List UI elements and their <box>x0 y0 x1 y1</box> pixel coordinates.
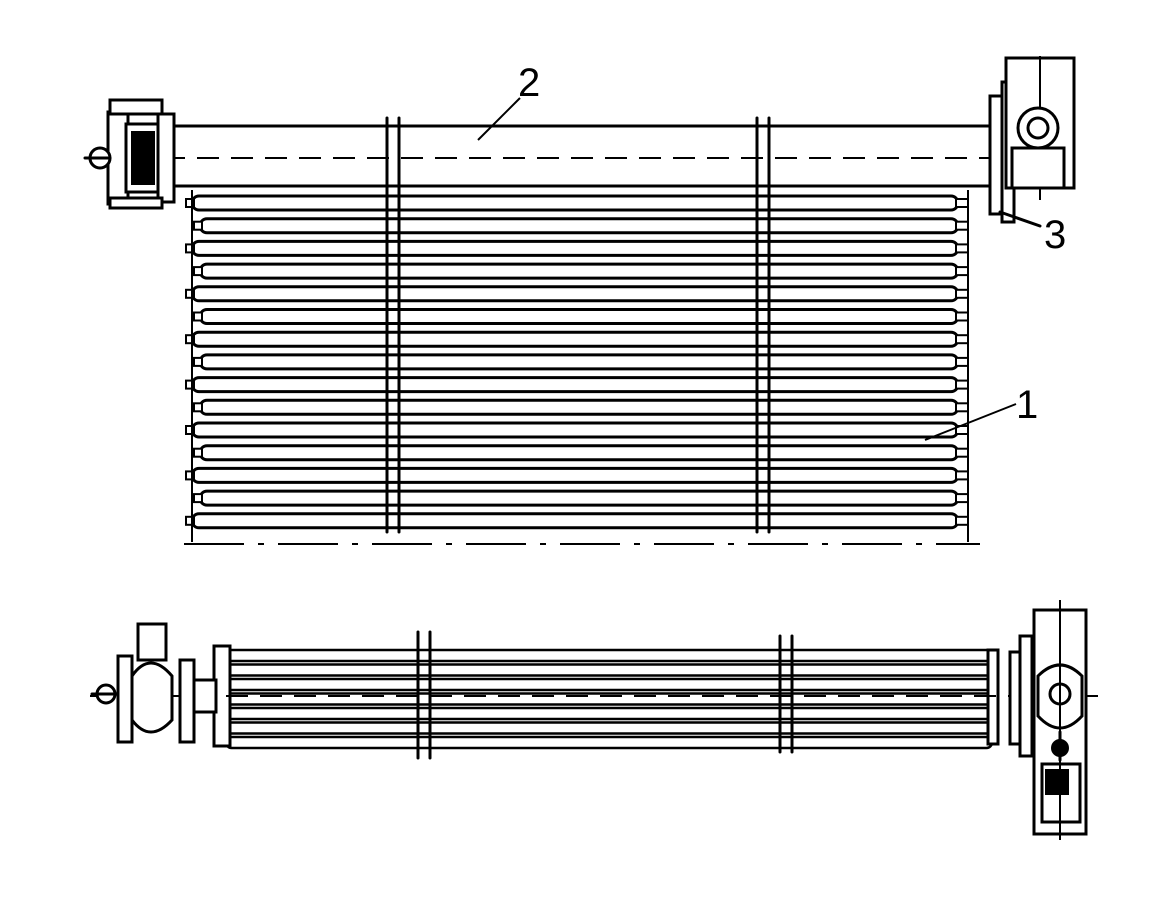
front-view: 2 3 1 <box>83 56 1076 545</box>
support-frame-left <box>385 116 401 534</box>
roller-body <box>198 398 960 416</box>
roller-plan-body <box>224 648 994 663</box>
roller-plan-body <box>224 706 994 721</box>
drive-gearbox <box>988 56 1076 228</box>
roller-plan-body <box>224 735 994 750</box>
roller-front <box>185 376 969 394</box>
roller-left-journal <box>193 220 203 231</box>
roller-right-journal <box>955 198 969 208</box>
callout-3: 3 <box>1044 213 1066 257</box>
roller-right-journal <box>955 288 969 299</box>
roller-right-journal <box>955 447 969 458</box>
roller-plan-body <box>224 721 994 735</box>
roller-plan-body <box>224 677 994 692</box>
roller-right-journal <box>955 334 969 345</box>
roller-right-journal <box>955 311 969 322</box>
roller-right-journal <box>955 402 969 413</box>
roller-left-journal <box>185 288 195 299</box>
roller-body <box>198 262 960 280</box>
callout-label-3: 3 <box>1044 213 1066 257</box>
left-end-assembly <box>83 98 176 210</box>
roller-body <box>198 353 960 371</box>
roller-front <box>185 239 969 257</box>
roller-body <box>190 194 960 212</box>
roller-front <box>193 308 969 325</box>
plan-gearbox <box>1008 600 1088 840</box>
roller-body <box>190 512 960 530</box>
roller-body <box>190 421 960 439</box>
roller-left-journal <box>193 402 203 413</box>
roller-bank-front <box>185 190 969 542</box>
roller-plan <box>224 721 994 735</box>
roller-plan-body <box>224 663 994 677</box>
roller-front <box>185 512 969 530</box>
roller-right-journal <box>955 493 969 504</box>
roller-front <box>193 353 969 371</box>
roller-plan <box>224 735 994 750</box>
roller-left-journal <box>193 447 203 458</box>
callout-1: 1 <box>924 383 1038 441</box>
roller-right-journal <box>955 379 969 390</box>
roller-front <box>193 398 969 416</box>
roller-right-journal <box>955 266 969 277</box>
roller-body <box>198 444 960 462</box>
roller-left-journal <box>193 356 203 367</box>
roller-front <box>185 285 969 303</box>
roller-right-journal <box>955 470 969 481</box>
roller-left-journal <box>185 334 195 345</box>
roller-left-journal <box>193 493 203 504</box>
plan-left-end-assembly <box>90 622 218 744</box>
roller-front <box>193 489 969 507</box>
callout-label-2: 2 <box>518 61 540 105</box>
roller-left-journal <box>193 311 203 322</box>
roller-body <box>198 489 960 507</box>
roller-plan <box>224 706 994 721</box>
roller-front <box>193 444 969 462</box>
roller-front <box>193 262 969 280</box>
plan-frame-left <box>416 630 432 760</box>
roller-front <box>193 217 969 235</box>
roller-right-journal <box>955 220 969 231</box>
roller-left-journal <box>185 379 195 390</box>
roller-front <box>185 421 969 439</box>
roller-right-journal <box>955 356 969 367</box>
roller-front <box>185 330 969 348</box>
roller-left-journal <box>185 470 195 481</box>
roller-right-journal <box>955 515 969 526</box>
roller-body <box>190 466 960 484</box>
top-shaft <box>95 124 1005 188</box>
roller-body <box>190 376 960 394</box>
roller-left-journal <box>185 198 195 208</box>
roller-left-journal <box>185 243 195 254</box>
callout-label-1: 1 <box>1016 383 1038 427</box>
roller-plan <box>224 663 994 677</box>
roller-left-journal <box>185 425 195 435</box>
callout-2: 2 <box>477 61 540 141</box>
roller-body <box>198 308 960 325</box>
roller-body <box>190 239 960 257</box>
roller-front <box>185 194 969 212</box>
roller-front <box>185 466 969 484</box>
roller-plan <box>224 677 994 692</box>
plan-view <box>90 600 1100 840</box>
roller-left-journal <box>193 266 203 277</box>
roller-plan <box>224 648 994 663</box>
roller-body <box>198 217 960 235</box>
support-frame-right <box>755 116 771 534</box>
roller-right-journal <box>955 243 969 254</box>
roller-body <box>190 330 960 348</box>
roller-left-journal <box>185 515 195 526</box>
plan-frame-right <box>778 634 794 754</box>
roller-body <box>190 285 960 303</box>
